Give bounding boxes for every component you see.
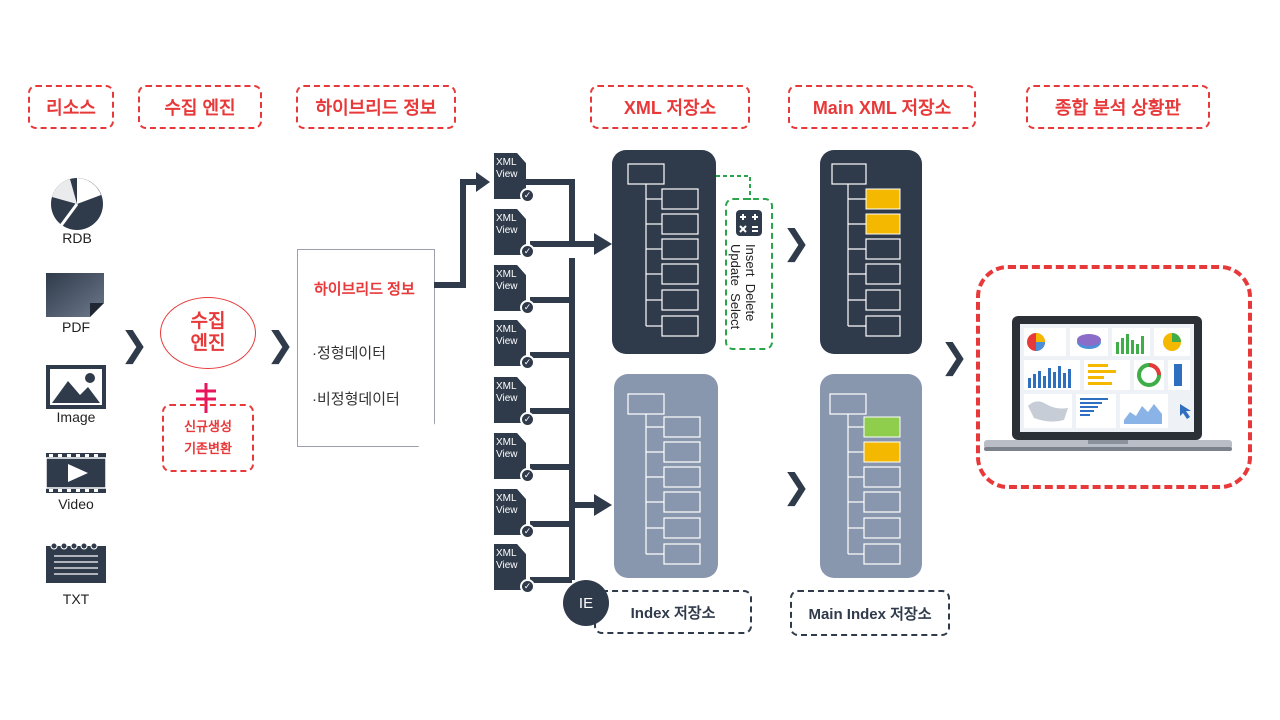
resource-label-pdf: PDF [62, 319, 90, 335]
hybrid-doc-unstructured: ·비정형데이터 [312, 391, 400, 408]
check-icon: ✓ [520, 412, 535, 427]
pdf-icon [46, 273, 104, 317]
chevron-right-icon: ❯ [120, 326, 149, 364]
operations-box: Insert Delete Update Select [725, 198, 773, 350]
tree-structure [831, 163, 901, 337]
check-icon: ✓ [520, 468, 535, 483]
chevron-right-icon: ❯ [782, 468, 811, 506]
txt-icon [46, 542, 106, 583]
index-store-db [614, 374, 718, 578]
hybrid-info-document: 하이브리드 정보 ·정형데이터 ·비정형데이터 [297, 249, 435, 447]
chevron-right-icon: ❯ [266, 326, 295, 364]
resource-label-video: Video [58, 496, 94, 512]
xml-view-label: XML [496, 493, 517, 504]
tree-structure [627, 163, 699, 337]
op-update: Update [728, 244, 743, 286]
operations-col1: Insert Delete [743, 244, 758, 321]
op-delete: Delete [743, 283, 758, 322]
xml-store-db [612, 150, 716, 354]
xml-view-label: View [496, 169, 518, 180]
header-collection-engine: 수집 엔진 [138, 85, 262, 129]
hybrid-doc-title: 하이브리드 정보 [314, 281, 415, 298]
check-icon: ✓ [520, 524, 535, 539]
chevron-right-icon: ❯ [940, 338, 969, 376]
xml-view-label: XML [496, 381, 517, 392]
check-icon: ✓ [520, 244, 535, 259]
xml-view-label: View [496, 225, 518, 236]
tree-structure [627, 393, 701, 565]
main-xml-store-db [820, 150, 922, 354]
image-icon [46, 365, 106, 409]
resource-label-rdb: RDB [62, 230, 92, 246]
calculator-icon [736, 210, 762, 236]
engine-note-new: 신규생성 [184, 419, 232, 434]
header-dashboard: 종합 분석 상황판 [1026, 85, 1210, 129]
resource-label-txt: TXT [62, 591, 90, 607]
index-store-label: Index 저장소 [594, 590, 752, 634]
check-icon: ✓ [520, 300, 535, 315]
xml-view-label: XML [496, 437, 517, 448]
header-resources: 리소스 [28, 85, 114, 129]
engine-label-line2: 엔진 [190, 333, 226, 354]
check-icon: ✓ [520, 579, 535, 594]
xml-view-label: View [496, 449, 518, 460]
check-icon: ✓ [520, 355, 535, 370]
hybrid-doc-structured: ·정형데이터 [312, 345, 386, 362]
xml-view-label: View [496, 505, 518, 516]
laptop-icon [984, 316, 1232, 451]
main-index-store-db [820, 374, 922, 578]
xml-view-label: XML [496, 548, 517, 559]
header-xml-store: XML 저장소 [590, 85, 750, 129]
op-insert: Insert [743, 244, 758, 277]
op-select: Select [728, 293, 743, 330]
xml-view-label: XML [496, 213, 517, 224]
dashboard-frame [976, 265, 1252, 489]
engine-note-convert: 기존변환 [184, 441, 232, 456]
xml-view-label: XML [496, 157, 517, 168]
xml-view-label: View [496, 560, 518, 571]
operations-col2: Update Select [728, 244, 743, 329]
xml-view-label: View [496, 281, 518, 292]
xml-view-label: XML [496, 324, 517, 335]
ie-node: IE [563, 580, 609, 626]
collection-engine: 수집 엔진 [160, 297, 256, 369]
header-hybrid-info: 하이브리드 정보 [296, 85, 456, 129]
connector-icon [196, 383, 216, 413]
xml-view-label: View [496, 336, 518, 347]
video-icon [46, 453, 106, 493]
chevron-right-icon: ❯ [782, 224, 811, 262]
xml-view-label: View [496, 393, 518, 404]
rdb-icon [51, 178, 103, 230]
resource-label-image: Image [56, 409, 96, 425]
engine-label-line1: 수집 [190, 311, 226, 332]
engine-note-box: 신규생성 기존변환 [162, 404, 254, 472]
check-icon: ✓ [520, 188, 535, 203]
tree-structure [829, 393, 901, 565]
header-main-xml-store: Main XML 저장소 [788, 85, 976, 129]
main-index-store-label: Main Index 저장소 [790, 590, 950, 636]
xml-view-label: XML [496, 269, 517, 280]
